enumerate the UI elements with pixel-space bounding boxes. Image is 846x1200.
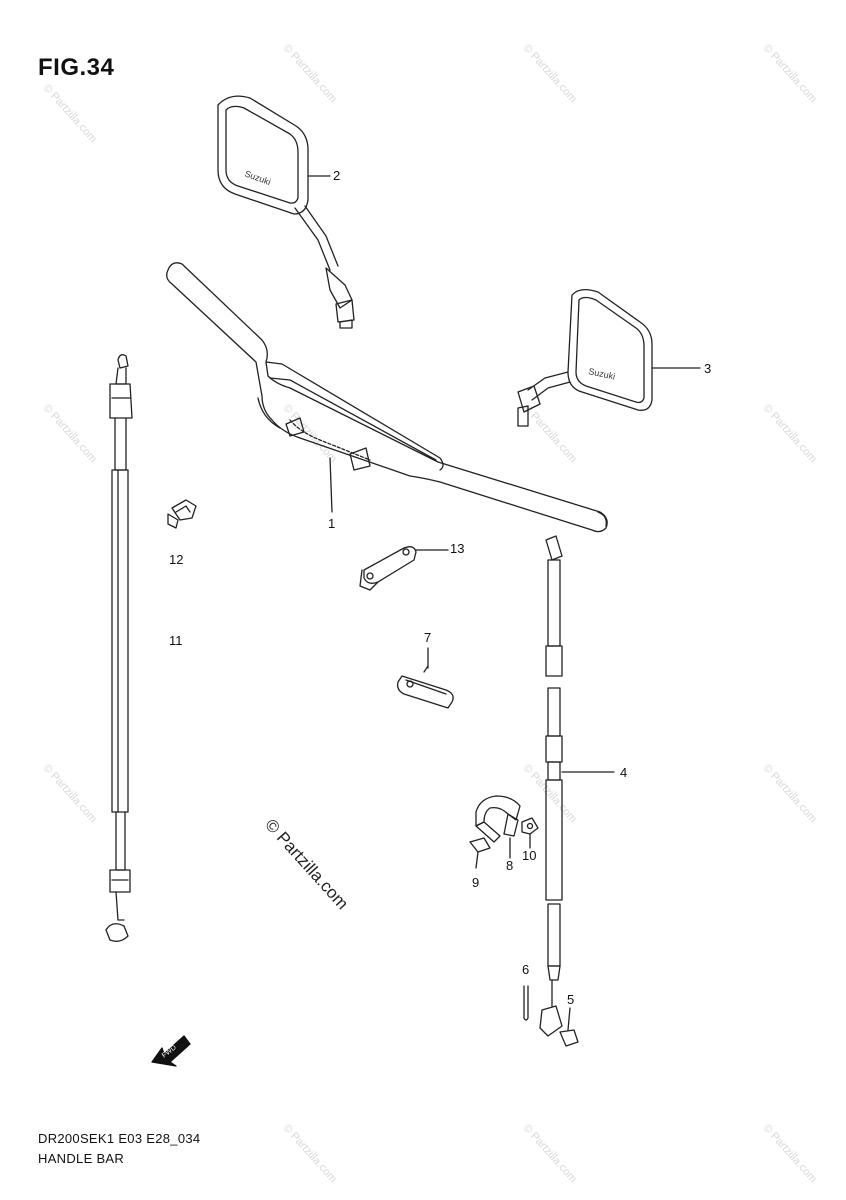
figure-code: DR200SEK1 E03 E28_034 [38, 1131, 201, 1146]
clamp-8 [475, 795, 521, 843]
cable-clutch [539, 535, 563, 1037]
mirror-right: Suzuki [517, 288, 653, 427]
cable-clamp [167, 499, 197, 529]
callout-8: 8 [506, 858, 514, 873]
callout-5: 5 [567, 992, 575, 1007]
cable-stay [396, 665, 454, 709]
callout-2: 2 [333, 168, 341, 183]
forward-arrow-icon: FWD [151, 1035, 191, 1067]
mirror-logo: Suzuki [588, 366, 617, 381]
callout-13: 13 [450, 541, 465, 556]
mirror-logo: Suzuki [243, 168, 272, 187]
screw-9 [469, 837, 491, 869]
figure-name: HANDLE BAR [38, 1151, 125, 1166]
bracket [359, 546, 417, 591]
callout-12: 12 [169, 552, 184, 567]
figure-title: FIG.34 [38, 54, 115, 81]
callout-4: 4 [620, 765, 628, 780]
callout-10: 10 [522, 848, 537, 863]
pin-6 [523, 985, 529, 1021]
nut-10 [521, 817, 539, 835]
callout-7: 7 [424, 630, 432, 645]
cable-throttle [105, 354, 133, 942]
callout-9: 9 [472, 875, 480, 890]
callout-3: 3 [704, 361, 712, 376]
leader-line-1 [329, 457, 333, 513]
mirror-left: Suzuki [217, 95, 355, 329]
callout-11: 11 [169, 633, 183, 648]
callout-6: 6 [522, 962, 530, 977]
bolt-5 [559, 1007, 579, 1047]
handlebar [166, 262, 608, 533]
callout-1: 1 [328, 516, 336, 531]
